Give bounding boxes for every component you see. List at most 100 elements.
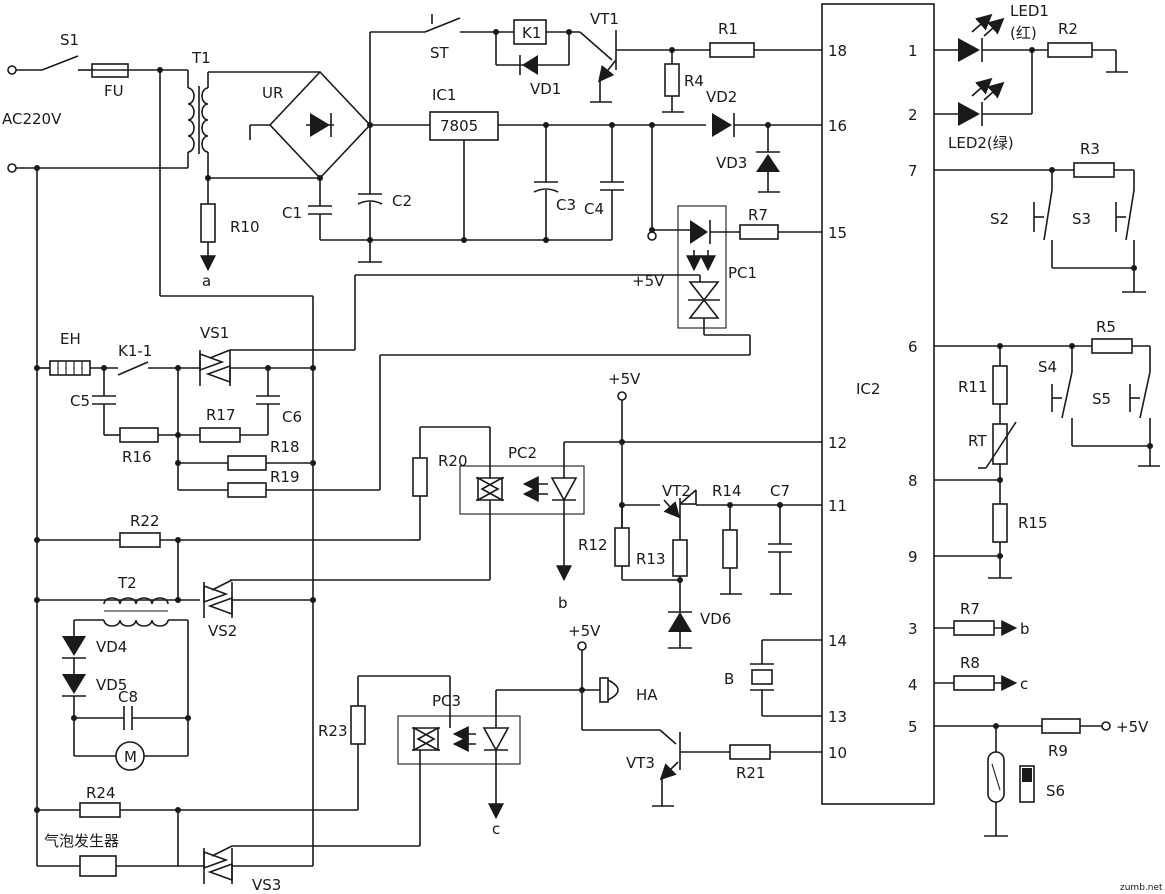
pin-8: 8 bbox=[908, 472, 918, 490]
label-5v-ha: +5V bbox=[568, 622, 601, 640]
label-k1: K1 bbox=[522, 24, 541, 42]
label-r19: R19 bbox=[270, 468, 300, 486]
label-motor: M bbox=[124, 748, 137, 766]
label-vs3: VS3 bbox=[252, 876, 281, 894]
label-vd3: VD3 bbox=[716, 154, 747, 172]
mains-input bbox=[7, 55, 320, 866]
pin-6: 6 bbox=[908, 338, 918, 356]
label-ic1: IC1 bbox=[432, 86, 456, 104]
label-vs1: VS1 bbox=[200, 324, 229, 342]
label-r4: R4 bbox=[684, 72, 704, 90]
label-rt: RT bbox=[968, 432, 987, 450]
label-r12: R12 bbox=[578, 536, 608, 554]
pin-10: 10 bbox=[828, 744, 847, 762]
label-r9: R9 bbox=[1048, 742, 1068, 760]
label-s5: S5 bbox=[1092, 390, 1111, 408]
label-bubble-generator: 气泡发生器 bbox=[44, 832, 119, 850]
temperature-sensor bbox=[934, 346, 1017, 579]
label-r10: R10 bbox=[230, 218, 260, 236]
label-c4: C4 bbox=[584, 200, 604, 218]
pin-9: 9 bbox=[908, 548, 918, 566]
label-c7: C7 bbox=[770, 482, 790, 500]
optocoupler-pc1 bbox=[230, 205, 822, 490]
label-r17: R17 bbox=[206, 406, 236, 424]
label-5v-top: +5V bbox=[632, 272, 665, 290]
regulator-ic1 bbox=[308, 111, 822, 263]
label-r13: R13 bbox=[636, 550, 666, 568]
label-ic1-part: 7805 bbox=[440, 117, 478, 135]
label-r20: R20 bbox=[438, 452, 468, 470]
label-r11: R11 bbox=[958, 378, 988, 396]
label-r7: R7 bbox=[748, 206, 768, 224]
bubble-section bbox=[34, 675, 582, 884]
motor-section bbox=[34, 426, 585, 771]
label-ha: HA bbox=[636, 686, 658, 704]
label-vt3: VT3 bbox=[626, 754, 655, 772]
pin-13: 13 bbox=[828, 708, 847, 726]
pin-14: 14 bbox=[828, 632, 847, 650]
label-led2: LED2(绿) bbox=[948, 134, 1014, 152]
label-c5: C5 bbox=[70, 392, 90, 410]
relay-driver bbox=[369, 14, 822, 125]
label-s2: S2 bbox=[990, 210, 1009, 228]
label-vt2: VT2 bbox=[662, 482, 691, 500]
pin-16: 16 bbox=[828, 117, 847, 135]
label-pc3: PC3 bbox=[432, 692, 461, 710]
pin-7: 7 bbox=[908, 162, 918, 180]
label-vd1: VD1 bbox=[530, 80, 561, 98]
pin-12: 12 bbox=[828, 434, 847, 452]
label-r24: R24 bbox=[86, 784, 116, 802]
ic2-chip bbox=[821, 3, 935, 805]
label-fu: FU bbox=[104, 82, 124, 100]
heater-section bbox=[34, 296, 380, 866]
label-r14: R14 bbox=[712, 482, 742, 500]
label-k1-1: K1-1 bbox=[118, 342, 152, 360]
pin-4: 4 bbox=[908, 676, 918, 694]
label-r3: R3 bbox=[1080, 140, 1100, 158]
label-ur: UR bbox=[262, 84, 283, 102]
label-t2: T2 bbox=[117, 574, 137, 592]
label-s6: S6 bbox=[1046, 782, 1065, 800]
label-c6: C6 bbox=[282, 408, 302, 426]
label-s4: S4 bbox=[1038, 358, 1057, 376]
label-r5: R5 bbox=[1096, 318, 1116, 336]
label-s1: S1 bbox=[60, 31, 79, 49]
output-drivers bbox=[934, 620, 1111, 837]
label-t1: T1 bbox=[191, 49, 211, 67]
label-pc2: PC2 bbox=[508, 444, 537, 462]
label-vd2: VD2 bbox=[706, 88, 737, 106]
label-r8: R8 bbox=[960, 654, 980, 672]
label-c3: C3 bbox=[556, 196, 576, 214]
timing-section bbox=[564, 391, 822, 807]
label-r21: R21 bbox=[736, 764, 766, 782]
label-eh: EH bbox=[60, 330, 81, 348]
label-s3: S3 bbox=[1072, 210, 1091, 228]
pin-2: 2 bbox=[908, 106, 918, 124]
label-vs2: VS2 bbox=[208, 622, 237, 640]
label-r23: R23 bbox=[318, 722, 348, 740]
pin-18: 18 bbox=[828, 42, 847, 60]
label-crystal-b: B bbox=[724, 670, 734, 688]
label-5v-right: +5V bbox=[1116, 718, 1149, 736]
label-a: a bbox=[202, 272, 211, 290]
label-r1: R1 bbox=[718, 20, 738, 38]
label-pc1: PC1 bbox=[728, 264, 757, 282]
label-vd5: VD5 bbox=[96, 676, 127, 694]
pin-3: 3 bbox=[908, 620, 918, 638]
label-5v-mid: +5V bbox=[608, 370, 641, 388]
label-r16: R16 bbox=[122, 448, 152, 466]
label-ac220v: AC220V bbox=[2, 110, 62, 128]
label-r2: R2 bbox=[1058, 20, 1078, 38]
pin-1: 1 bbox=[908, 42, 918, 60]
watermark: zumb.net bbox=[1120, 883, 1163, 893]
pin-5: 5 bbox=[908, 718, 918, 736]
label-vt1: VT1 bbox=[590, 10, 619, 28]
label-c1: C1 bbox=[282, 204, 302, 222]
led-section bbox=[934, 13, 1128, 126]
label-r15: R15 bbox=[1018, 514, 1048, 532]
pin-11: 11 bbox=[828, 497, 847, 515]
key-switches[interactable] bbox=[934, 162, 1160, 467]
label-r22: R22 bbox=[130, 512, 160, 530]
label-ic2: IC2 bbox=[856, 380, 880, 398]
label-c-right: c bbox=[1020, 675, 1028, 693]
